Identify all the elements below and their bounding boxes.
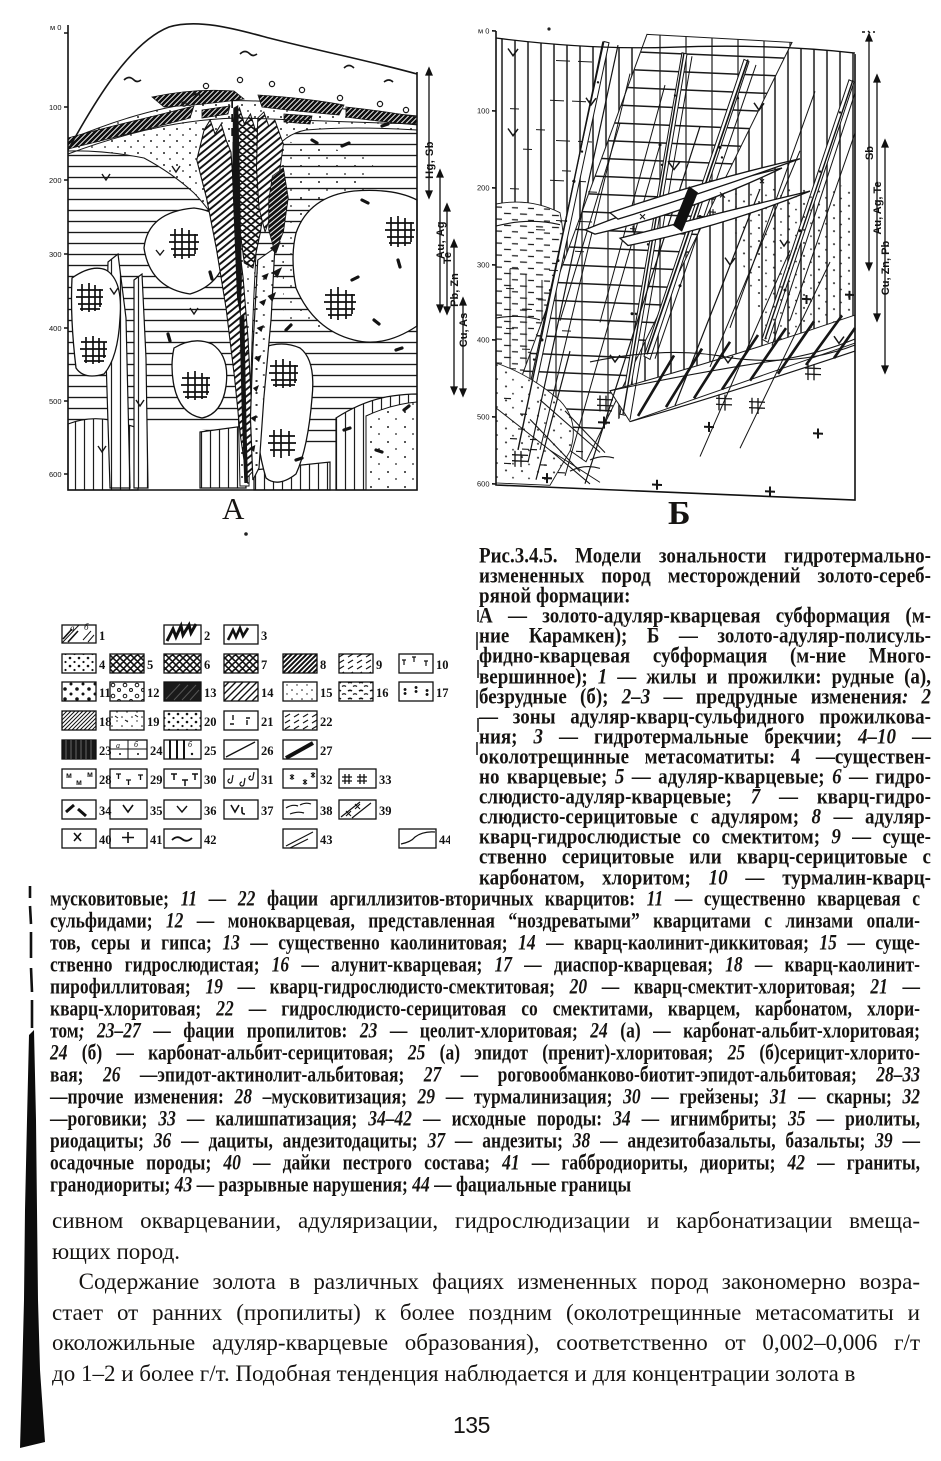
svg-text:Au, Ag: Au, Ag [435,221,447,259]
svg-text:30: 30 [204,773,217,787]
svg-text:Cu, Zn, Pb: Cu, Zn, Pb [880,241,892,296]
svg-text:б: б [134,740,139,749]
svg-text:21: 21 [261,715,274,729]
svg-text:600: 600 [49,470,62,479]
svg-text:400: 400 [477,335,490,345]
svg-text:м 0: м 0 [50,23,61,32]
svg-text:33: 33 [379,773,392,787]
svg-text:24: 24 [150,744,163,758]
svg-text:42: 42 [204,833,217,847]
svg-text:200: 200 [49,176,62,185]
svg-text:9: 9 [376,658,382,672]
svg-text:Cu, As: Cu, As [458,313,470,347]
svg-text:6: 6 [204,658,210,672]
svg-text:Te: Te [442,252,454,264]
svg-text:17: 17 [436,686,449,700]
svg-text:8: 8 [320,658,326,672]
svg-text:а: а [70,623,75,633]
svg-text:32: 32 [320,773,333,787]
svg-text:Au, Ag, Te: Au, Ag, Te [872,181,884,234]
svg-text:2: 2 [204,629,210,643]
svg-text:5: 5 [147,658,153,672]
svg-text:18: 18 [99,715,112,729]
svg-text:35: 35 [150,804,163,818]
svg-text:300: 300 [49,250,62,259]
svg-text:11: 11 [99,686,111,700]
svg-text:Pb, Zn: Pb, Zn [449,273,461,307]
svg-text:41: 41 [150,833,163,847]
svg-text:м 0: м 0 [478,26,489,35]
svg-text:м: м [87,770,93,779]
svg-text:16: 16 [376,686,389,700]
svg-text:27: 27 [320,744,333,758]
svg-text:б: б [84,622,89,632]
svg-text:39: 39 [379,804,392,818]
svg-text:500: 500 [477,412,490,422]
svg-text:б: б [188,740,193,749]
svg-text:29: 29 [150,773,163,787]
svg-text:1: 1 [99,629,105,643]
svg-text:а: а [116,741,120,750]
svg-text:200: 200 [477,183,490,193]
svg-text:7: 7 [261,658,267,672]
svg-text:500: 500 [49,397,62,406]
svg-text:40: 40 [99,833,112,847]
svg-text:400: 400 [49,324,62,333]
svg-text:28: 28 [99,773,112,787]
svg-text:600: 600 [477,479,490,489]
svg-text:38: 38 [320,804,333,818]
svg-text:м: м [76,778,82,787]
svg-text:14: 14 [261,686,274,700]
svg-text:34: 34 [99,804,112,818]
svg-text:4: 4 [99,658,106,672]
svg-text:44: 44 [439,833,450,847]
svg-text:43: 43 [320,833,333,847]
svg-text:26: 26 [261,744,274,758]
svg-text:25: 25 [204,744,217,758]
svg-text:Hg, Sb: Hg, Sb [424,141,436,179]
svg-text:19: 19 [147,715,160,729]
svg-text:22: 22 [320,715,333,729]
svg-text:23: 23 [99,744,112,758]
svg-text:15: 15 [320,686,333,700]
svg-text:100: 100 [477,106,490,116]
svg-text:3: 3 [261,629,267,643]
svg-text:300: 300 [477,260,490,270]
svg-text:Sb: Sb [864,146,876,160]
svg-text:36: 36 [204,804,217,818]
svg-text:37: 37 [261,804,274,818]
svg-text:10: 10 [436,658,449,672]
svg-text:20: 20 [204,715,217,729]
svg-text:13: 13 [204,686,217,700]
svg-text:100: 100 [49,103,62,112]
svg-text:12: 12 [147,686,160,700]
svg-text:31: 31 [261,773,274,787]
svg-text:м: м [66,771,72,780]
